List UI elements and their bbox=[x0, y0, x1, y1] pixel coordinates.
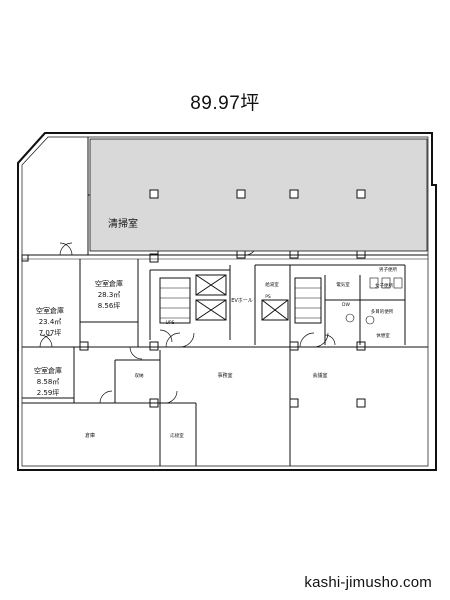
room-corridor-store: 倉庫 bbox=[85, 432, 95, 439]
room-warehouse-c-tsubo: 2.59坪 bbox=[37, 389, 60, 397]
room-warehouse-c-name: 空室倉庫 bbox=[34, 366, 62, 375]
room-toilet-f: 女子便所 bbox=[375, 282, 393, 289]
room-ups: UPS bbox=[166, 320, 175, 326]
room-warehouse-b-tsubo: 7.07坪 bbox=[39, 329, 62, 337]
leased-area-highlight bbox=[89, 138, 428, 252]
outer-wall-inner bbox=[21, 136, 429, 467]
room-dw: DW bbox=[342, 302, 350, 308]
room-reception: 応接室 bbox=[170, 432, 184, 439]
room-warehouse-a-tsubo: 8.56坪 bbox=[98, 302, 121, 310]
room-meeting: 会議室 bbox=[312, 372, 327, 379]
room-cleaning: 清掃室 bbox=[108, 217, 138, 230]
room-toilet-m: 男子便所 bbox=[379, 266, 397, 273]
outer-wall bbox=[17, 132, 437, 471]
room-warehouse-a-sqm: 28.3㎡ bbox=[98, 291, 121, 299]
floor-area-title: 89.97坪 bbox=[190, 93, 260, 114]
room-ps: PS bbox=[265, 294, 271, 300]
room-warehouse-a-name: 空室倉庫 bbox=[95, 279, 123, 288]
room-elec: 電気室 bbox=[336, 281, 350, 288]
room-ev-hall: EVホール bbox=[231, 298, 253, 304]
room-office: 事務室 bbox=[217, 372, 232, 379]
room-rest-area: 休憩室 bbox=[376, 332, 390, 339]
room-warehouse-c-sqm: 8.58㎡ bbox=[37, 378, 60, 386]
room-kitchenette: 給湯室 bbox=[265, 281, 279, 288]
room-warehouse-b-name: 空室倉庫 bbox=[36, 306, 64, 315]
room-multi-toilet: 多目的便所 bbox=[371, 308, 394, 315]
room-storage: 収納 bbox=[135, 372, 144, 379]
room-warehouse-b-sqm: 23.4㎡ bbox=[39, 318, 62, 326]
site-url: kashi-jimusho.com bbox=[304, 574, 432, 591]
